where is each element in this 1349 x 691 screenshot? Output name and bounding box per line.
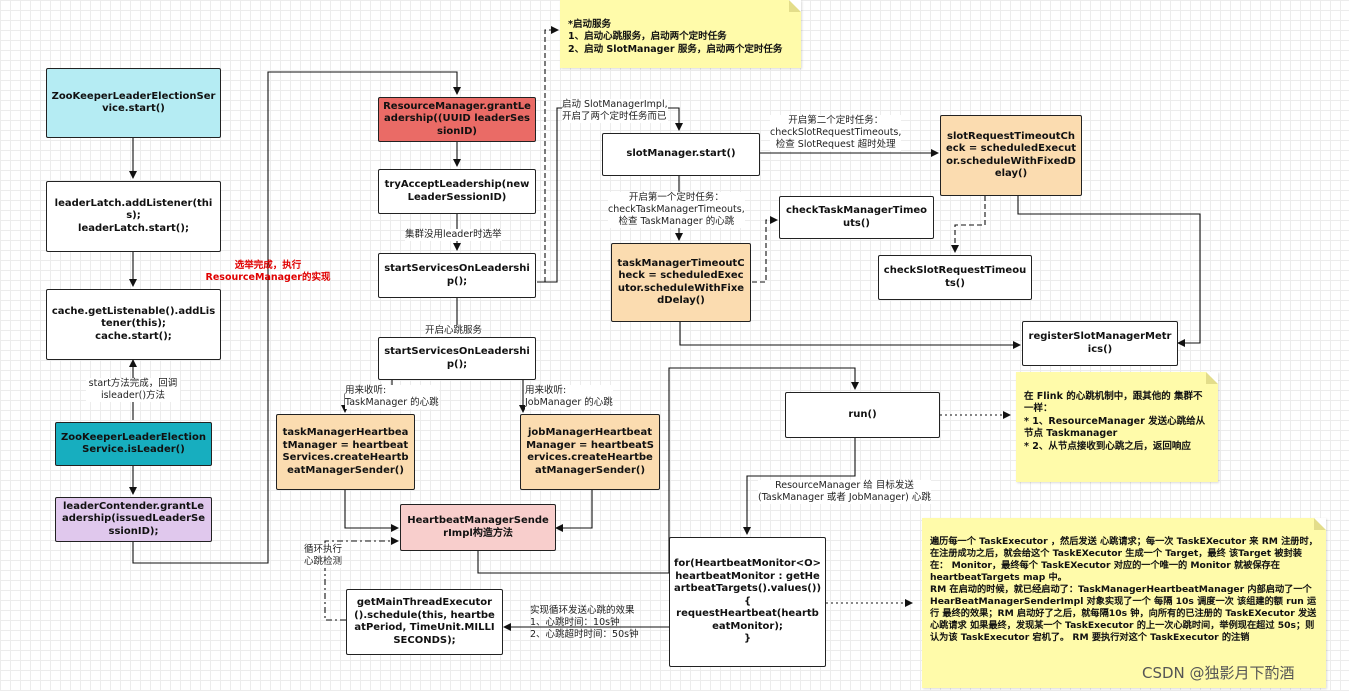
edge-run-forloop	[743, 438, 856, 535]
edge-start1-slotstart	[537, 107, 683, 283]
note-heartbeat-mechanism: 在 Flink 的心跳机制中，跟其他的 集群不一样： * 1、ResourceM…	[1016, 372, 1218, 482]
main-thread-executor-node: getMainThreadExecutor().schedule(this, h…	[346, 589, 503, 655]
edge-tmhb-sender	[344, 490, 399, 532]
grant-contender-node: leaderContender.grantLeadership(issuedLe…	[55, 497, 212, 542]
label-second-timer: 开启第二个定时任务： checkSlotRequestTimeouts, 检查 …	[770, 115, 902, 151]
note-executor-detail-text: 遍历每一个 TaskExecutor ，然后发送 心跳请求；每一次 TaskEX…	[930, 536, 1318, 643]
label-start-done: start方法完成，回调 isleader()方法	[86, 378, 180, 402]
note-heartbeat-mechanism-text: 在 Flink 的心跳机制中，跟其他的 集群不一样： * 1、ResourceM…	[1024, 390, 1206, 452]
latch-node: leaderLatch.addListener(this); leaderLat…	[46, 181, 221, 252]
edge-start1-note	[544, 26, 559, 282]
edge-tmcheck-register	[679, 322, 1021, 349]
edge-jmhb-sender	[555, 490, 593, 532]
note-executor-detail: 遍历每一个 TaskExecutor ，然后发送 心跳请求；每一次 TaskEX…	[922, 518, 1326, 688]
label-listen-jm: 用来收听: JobManager 的心跳	[525, 385, 613, 409]
edge-sender-run	[477, 367, 859, 574]
try-accept-node: tryAcceptLeadership(newLeaderSessionID)	[378, 169, 536, 214]
label-cluster-no-leader: 集群没用leader时选举	[405, 229, 502, 241]
check-slot-request-timeouts-node: checkSlotRequestTimeouts()	[878, 255, 1032, 300]
rm-grant-node: ResourceManager.grantLeadership((UUID le…	[378, 97, 536, 142]
edge-mainthread-sender	[324, 537, 399, 621]
note-start-services-text: *启动服务 1、启动心跳服务，启动两个定时任务 2、启动 SlotManager…	[568, 18, 783, 55]
edge-tmcheck-checktm	[752, 216, 778, 283]
start-services-node-1: startServicesOnLeadership();	[378, 253, 536, 298]
label-effect: 实现循环发送心跳的效果 1、心跳时间：10s钟 2、心跳超时时间：50s钟	[530, 605, 639, 640]
note-start-services: *启动服务 1、启动心跳服务，启动两个定时任务 2、启动 SlotManager…	[560, 0, 801, 68]
label-start-heartbeat: 开启心跳服务	[425, 325, 483, 337]
label-election-done: 选举完成，执行 ResourceManager的实现	[205, 260, 331, 283]
jm-heartbeat-manager-node: jobManagerHeartbeatManager = heartbeatSe…	[520, 414, 660, 490]
note-fold	[1206, 372, 1218, 384]
label-loop-exec: 循环执行 心跳检测	[304, 544, 343, 568]
edge-slotreq-register	[1017, 196, 1201, 347]
note-fold	[1314, 518, 1326, 530]
tm-timeout-check-node: taskManagerTimeoutCheck = scheduledExecu…	[611, 243, 751, 322]
start-services-node-2: startServicesOnLeadership();	[378, 337, 536, 380]
edge-slotreq-checkslot	[951, 196, 986, 253]
tm-heartbeat-manager-node: taskManagerHeartbeatManager = heartbeatS…	[276, 414, 415, 490]
label-first-timer: 开启第一个定时任务： checkTaskManagerTimeouts, 检查 …	[608, 192, 745, 228]
csdn-watermark: CSDN @独影月下酌酒	[1142, 664, 1295, 682]
heartbeat-sender-node: HeartbeatManagerSenderImpl构造方法	[400, 504, 556, 551]
check-tm-timeouts-node: checkTaskManagerTimeouts()	[779, 196, 934, 239]
label-listen-tm: 用来收听: TaskManager 的心跳	[345, 385, 439, 409]
edge-grant-rmgrant	[132, 71, 461, 564]
cache-node: cache.getListenable().addListener(this);…	[46, 289, 221, 360]
register-metrics-node: registerSlotManagerMetrics()	[1022, 321, 1178, 366]
slot-request-timeout-check-node: slotRequestTimeoutCheck = scheduledExecu…	[940, 115, 1082, 196]
zk-start-node: ZooKeeperLeaderElectionService.start()	[46, 68, 221, 138]
label-rm-send: ResourceManager 给 目标发送 (TaskManager 或者 J…	[758, 480, 931, 504]
for-loop-node: for(HeartbeatMonitor<O> heartbeatMonitor…	[669, 537, 826, 667]
label-start-slot-impl: 启动 SlotManagerImpl, 开启了两个定时任务而已	[562, 99, 668, 123]
run-node: run()	[785, 392, 940, 438]
zk-isleader-node: ZooKeeperLeaderElectionService.isLeader(…	[55, 422, 212, 466]
note-fold	[789, 0, 801, 12]
slot-manager-start-node: slotManager.start()	[602, 133, 760, 176]
